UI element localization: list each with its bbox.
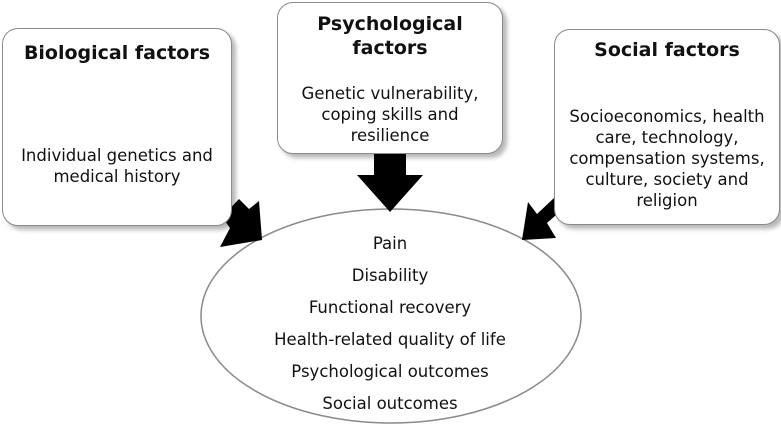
biological-factors-description: Individual genetics and medical history <box>9 145 225 187</box>
biological-line: Individual genetics and <box>21 146 213 165</box>
psychological-line: Genetic vulnerability, <box>301 84 479 103</box>
outcome-item: Health-related quality of life <box>274 330 506 349</box>
social-line: care, technology, <box>595 128 739 147</box>
outcome-item: Disability <box>351 266 429 285</box>
social-factors-title: Social factors <box>594 39 740 61</box>
social-line: religion <box>636 191 698 210</box>
social-line: compensation systems, <box>569 149 765 168</box>
outcome-item: Social outcomes <box>322 394 458 413</box>
psychological-line: coping skills and <box>321 105 459 124</box>
biological-factors-box: Biological factors Individual genetics a… <box>2 28 232 226</box>
biological-line: medical history <box>53 167 181 186</box>
psychological-factors-description: Genetic vulnerability, coping skills and… <box>284 83 496 146</box>
social-arrow <box>522 198 564 240</box>
psychological-arrow <box>357 154 423 212</box>
social-factors-description: Socioeconomics, health care, technology,… <box>561 106 773 211</box>
outcome-item: Psychological outcomes <box>291 362 489 381</box>
psychological-factors-box: Psychological factors Genetic vulnerabil… <box>277 2 503 154</box>
outcome-item: Pain <box>372 234 408 253</box>
outcome-item: Functional recovery <box>308 298 472 317</box>
social-line: culture, society and <box>585 170 749 189</box>
social-line: Socioeconomics, health <box>569 107 765 126</box>
outcomes-list: Pain Disability Functional recovery Heal… <box>260 228 520 420</box>
psychological-line: resilience <box>350 126 430 145</box>
psychological-factors-title: Psychological factors <box>317 13 463 59</box>
biological-factors-title: Biological factors <box>23 42 211 64</box>
social-factors-box: Social factors Socioeconomics, health ca… <box>554 29 780 225</box>
